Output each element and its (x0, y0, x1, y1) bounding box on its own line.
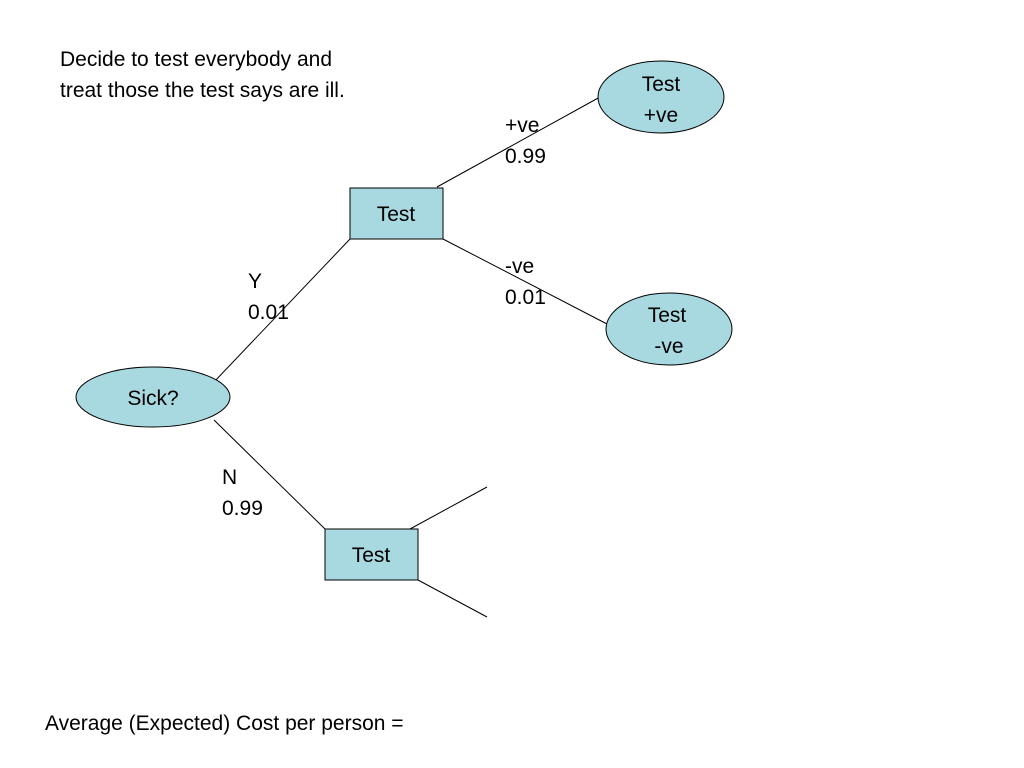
branch-positive-name: +ve (505, 114, 540, 137)
expected-cost-text: Average (Expected) Cost per person = (45, 712, 404, 735)
branch-positive-prob: 0.99 (505, 145, 546, 168)
node-test-bottom-label: Test (352, 544, 391, 567)
intro-line-1: Decide to test everybody and (60, 48, 332, 71)
edge-test-bottom-lower-stub (417, 579, 488, 618)
branch-yes-label: Y 0.01 (248, 266, 289, 328)
branch-positive-label: +ve 0.99 (505, 110, 546, 172)
branch-negative-name: -ve (505, 255, 535, 278)
branch-negative-prob: 0.01 (505, 286, 546, 309)
node-test-negative: Test -ve (605, 292, 733, 366)
edge-sick-to-test-bottom (213, 419, 326, 530)
branch-no-prob: 0.99 (222, 497, 263, 520)
branch-no-label: N 0.99 (222, 462, 263, 524)
node-test-top-label: Test (377, 203, 416, 226)
node-sick: Sick? (75, 366, 231, 428)
edge-test-top-to-positive (436, 96, 601, 188)
intro-line-2: treat those the test says are ill. (60, 79, 345, 102)
node-test-positive-line1: Test (642, 73, 681, 96)
branch-yes-prob: 0.01 (248, 301, 289, 324)
branch-no-name: N (222, 466, 238, 489)
intro-text: Decide to test everybody and treat those… (60, 44, 345, 106)
edge-test-top-to-negative (442, 238, 608, 325)
node-test-bottom: Test (324, 528, 419, 581)
node-test-negative-line1: Test (648, 304, 687, 327)
node-test-positive-line2: +ve (644, 104, 678, 127)
edge-test-bottom-upper-stub (409, 486, 488, 530)
branch-negative-label: -ve 0.01 (505, 251, 546, 313)
branch-yes-name: Y (248, 270, 263, 293)
edge-sick-to-test-top (213, 238, 351, 383)
node-test-top: Test (349, 187, 444, 240)
node-test-positive: Test +ve (597, 60, 725, 134)
node-sick-label: Sick? (127, 387, 178, 410)
node-test-negative-line2: -ve (654, 335, 683, 358)
